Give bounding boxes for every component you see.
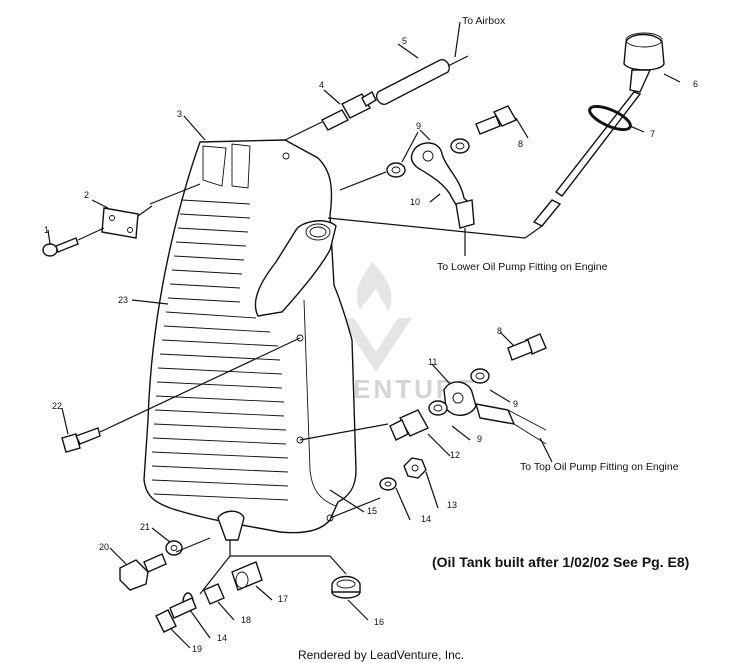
washer-14-right — [379, 477, 397, 491]
part-label-23: 23 — [118, 295, 128, 305]
part-label-3: 3 — [177, 109, 182, 119]
part-label-11: 11 — [428, 357, 437, 367]
grommet-16 — [331, 575, 361, 599]
callout-to-top-oil-pump: To Top Oil Pump Fitting on Engine — [520, 461, 679, 473]
dipstick-6 — [532, 32, 665, 227]
part-label-21: 21 — [140, 522, 150, 532]
part-label-9-lower: 9 — [477, 434, 482, 444]
bolt-8-top — [475, 105, 517, 135]
nut-13 — [403, 457, 427, 479]
bolt-19 — [155, 597, 197, 633]
tank-build-note: (Oil Tank built after 1/02/02 See Pg. E8… — [432, 554, 689, 570]
part-label-10: 10 — [410, 197, 420, 207]
washer-21 — [165, 540, 183, 556]
rendered-by-footer: Rendered by LeadVenture, Inc. — [298, 648, 464, 662]
callout-to-airbox: To Airbox — [462, 15, 506, 27]
bolt-22 — [61, 427, 101, 453]
part-label-19: 19 — [192, 644, 202, 654]
part-label-15: 15 — [367, 506, 377, 516]
part-label-18: 18 — [241, 615, 251, 625]
part-label-20: 20 — [99, 542, 109, 552]
banjo-fitting-10 — [410, 142, 475, 240]
part-label-13: 13 — [447, 500, 457, 510]
part-label-22: 22 — [52, 401, 62, 411]
callout-to-lower-oil-pump: To Lower Oil Pump Fitting on Engine — [437, 261, 608, 273]
part-label-12: 12 — [450, 450, 460, 460]
part-label-1: 1 — [44, 225, 49, 235]
washers-9-top — [386, 138, 470, 178]
bracket-2 — [101, 205, 153, 239]
part-label-9: 9 — [416, 121, 421, 131]
bolt-20 — [119, 553, 167, 591]
fitting-12 — [389, 409, 429, 441]
spacer-18 — [203, 583, 225, 605]
leader-lines — [47, 21, 681, 649]
bolt-8-right — [507, 333, 547, 361]
fitting-4 — [321, 91, 377, 131]
part-label-4: 4 — [319, 80, 324, 90]
part-label-5: 5 — [402, 36, 407, 46]
screw-1 — [42, 227, 105, 257]
part-label-6: 6 — [693, 79, 698, 89]
part-label-16: 16 — [374, 617, 384, 627]
banjo-fitting-11 — [428, 368, 547, 445]
part-label-17: 17 — [278, 594, 288, 604]
airbox-hose — [284, 55, 469, 141]
grommet-17 — [231, 561, 263, 591]
oil-tank-body — [143, 139, 357, 541]
part-label-7: 7 — [650, 129, 655, 139]
part-labels: 5 4 3 6 7 8 9 10 2 1 23 8 11 9 9 22 12 1… — [44, 36, 698, 654]
part-label-14-bottom: 14 — [217, 633, 227, 643]
part-label-2: 2 — [84, 190, 89, 200]
part-label-8-right: 8 — [497, 326, 502, 336]
part-label-8: 8 — [518, 139, 523, 149]
part-label-14-right: 14 — [421, 514, 431, 524]
o-ring-7 — [588, 104, 632, 132]
part-label-9-right: 9 — [513, 399, 518, 409]
